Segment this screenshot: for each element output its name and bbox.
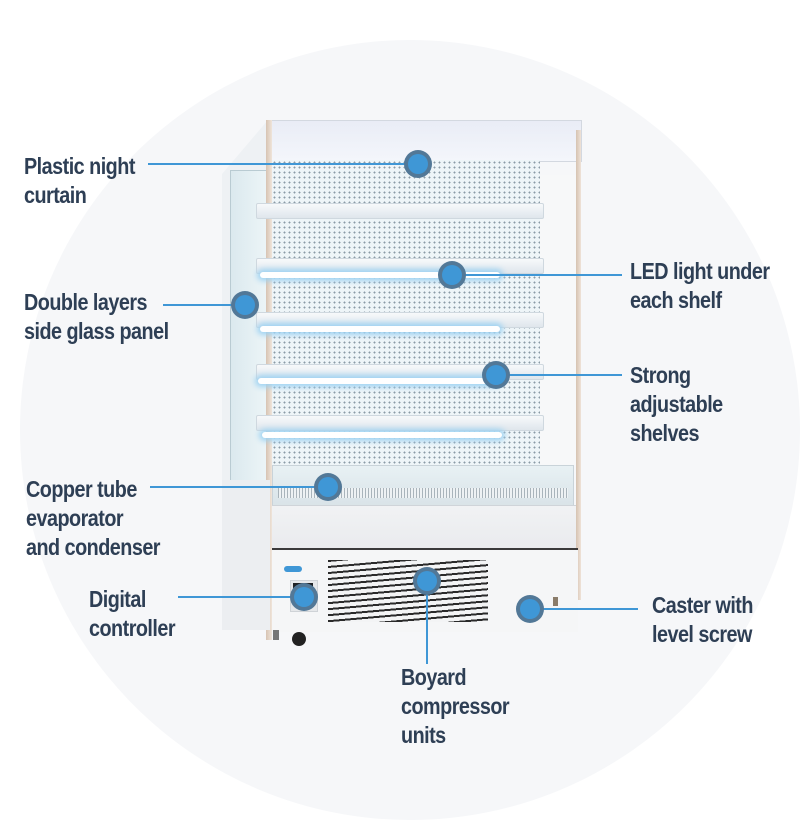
- label-line: and condenser: [26, 534, 161, 560]
- callout-dot-caster: [516, 595, 544, 623]
- label-line: compressor: [401, 693, 510, 719]
- left-side-lower: [222, 480, 270, 630]
- left-leveling-foot: [273, 630, 279, 640]
- label-line: Plastic night: [24, 153, 135, 179]
- label-line: Double layers: [24, 289, 148, 315]
- label-line: controller: [89, 615, 176, 641]
- label-night-curtain: Plastic night curtain: [24, 152, 135, 210]
- label-line: Boyard: [401, 664, 467, 690]
- callout-dot-led-light: [438, 261, 466, 289]
- callout-line-copper-tube: [150, 486, 326, 488]
- callout-line-night-curtain: [148, 163, 416, 165]
- shelf-5: [256, 415, 544, 431]
- callout-line-led-light: [452, 274, 622, 276]
- led-strip-4: [262, 432, 502, 438]
- callout-dot-night-curtain: [404, 150, 432, 178]
- led-strip-1: [260, 272, 500, 278]
- label-line: each shelf: [630, 287, 722, 313]
- led-strip-3: [258, 378, 498, 384]
- callout-dot-copper-tube: [314, 473, 342, 501]
- label-line: level screw: [652, 621, 752, 647]
- label-line: adjustable: [630, 391, 723, 417]
- callout-dot-shelves: [482, 361, 510, 389]
- refrigerator-illustration: [222, 120, 582, 646]
- label-digital-controller: Digital controller: [89, 585, 176, 643]
- front-left-caster: [292, 632, 306, 646]
- label-line: Copper tube: [26, 476, 137, 502]
- label-side-glass: Double layers side glass panel: [24, 288, 169, 346]
- led-strip-2: [260, 326, 500, 332]
- callout-line-shelves: [496, 374, 622, 376]
- callout-dot-compressor: [413, 567, 441, 595]
- label-led-light: LED light under each shelf: [630, 257, 770, 315]
- callout-dot-side-glass: [231, 291, 259, 319]
- label-line: LED light under: [630, 258, 770, 284]
- label-copper-tube: Copper tube evaporator and condenser: [26, 475, 161, 562]
- label-line: curtain: [24, 182, 87, 208]
- label-line: side glass panel: [24, 318, 169, 344]
- callout-dot-digital-controller: [290, 583, 318, 611]
- right-upright: [576, 130, 581, 600]
- right-opening: [540, 175, 578, 465]
- callout-line-digital-controller: [178, 596, 302, 598]
- label-line: shelves: [630, 420, 699, 446]
- shelf-1: [256, 203, 544, 219]
- label-line: Strong: [630, 362, 691, 388]
- label-line: units: [401, 722, 446, 748]
- air-return-grille: [278, 488, 568, 498]
- right-leveling-foot: [553, 597, 558, 606]
- compressor-vent: [328, 560, 488, 622]
- label-compressor: Boyard compressor units: [401, 663, 510, 750]
- callout-line-caster: [530, 608, 638, 610]
- label-line: evaporator: [26, 505, 124, 531]
- callout-line-compressor: [426, 582, 428, 664]
- label-shelves: Strong adjustable shelves: [630, 361, 723, 448]
- label-line: Digital: [89, 586, 146, 612]
- label-caster: Caster with level screw: [652, 591, 753, 649]
- brand-logo: [284, 566, 302, 572]
- callout-line-side-glass: [163, 304, 243, 306]
- label-line: Caster with: [652, 592, 753, 618]
